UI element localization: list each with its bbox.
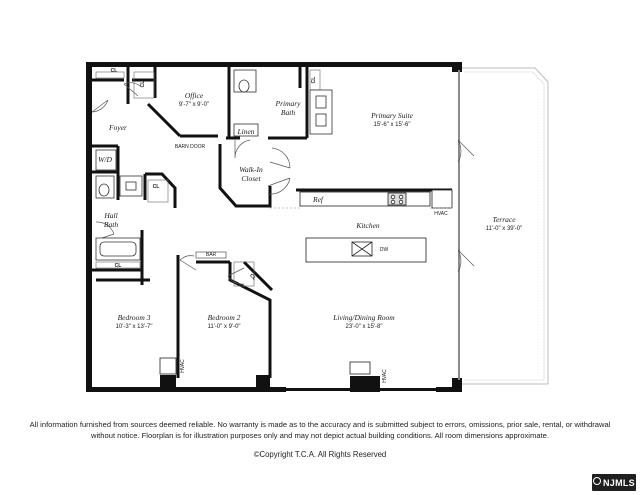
interior-walls bbox=[92, 67, 452, 378]
walk-in-closet-label: Walk-In bbox=[239, 165, 263, 174]
terrace bbox=[462, 67, 549, 385]
bedroom3-label: Bedroom 3 bbox=[118, 313, 151, 322]
walk-in-closet-label-2: Closet bbox=[241, 174, 261, 183]
closet-label-primary: CL bbox=[311, 77, 317, 84]
bath-fixtures bbox=[95, 69, 333, 261]
closet-label-bedroom3: CL bbox=[115, 263, 122, 269]
kitchen-fixtures bbox=[159, 189, 453, 375]
door-swings bbox=[91, 82, 475, 285]
hall-bath-label-2: Bath bbox=[104, 220, 118, 229]
living-dining-label: Living/Dining Room bbox=[332, 313, 395, 322]
office-label: Office bbox=[185, 91, 204, 100]
floor-plan: Office 9'-7" x 9'-0" Primary Bath Primar… bbox=[86, 62, 549, 392]
closet-label-foyer: CL bbox=[111, 68, 118, 74]
primary-bath-label-2: Bath bbox=[281, 108, 295, 117]
closet-label-office: CL bbox=[140, 81, 146, 88]
logo-ring-icon bbox=[592, 476, 601, 485]
primary-suite-dims: 15'-6" x 15'-6" bbox=[374, 122, 411, 128]
terrace-dims: 11'-0" x 39'-0" bbox=[486, 226, 522, 232]
closet-details bbox=[95, 69, 321, 287]
terrace-label: Terrace bbox=[492, 215, 516, 224]
copyright-text: ©Copyright T.C.A. All Rights Reserved bbox=[253, 450, 387, 459]
closet-label-hall: CL bbox=[153, 184, 160, 190]
refrigerator-label: Ref bbox=[312, 195, 324, 204]
bedroom3-dims: 10'-3" x 13'-7" bbox=[116, 324, 153, 330]
bedroom2-dims: 11'-0" x 9'-0" bbox=[207, 324, 240, 330]
barn-door-label: BARN DOOR bbox=[175, 144, 206, 150]
hvac-label-living: HVAC bbox=[382, 369, 388, 383]
dishwasher-label: DW bbox=[380, 247, 389, 253]
hall-bath-label: Hall bbox=[103, 211, 117, 220]
bar-label: BAR bbox=[206, 252, 217, 258]
hvac-label-bedroom2: HVAC bbox=[180, 359, 186, 373]
linen-label: Linen bbox=[236, 127, 254, 136]
bedroom2-label: Bedroom 2 bbox=[208, 313, 241, 322]
disclaimer-text: All information furnished from sources d… bbox=[29, 420, 611, 440]
washer-dryer-label: W/D bbox=[98, 155, 112, 164]
foyer-label: Foyer bbox=[108, 123, 127, 132]
primary-bath-label: Primary bbox=[275, 99, 302, 108]
office-dims: 9'-7" x 9'-0" bbox=[179, 102, 209, 108]
exterior-walls bbox=[86, 62, 462, 392]
njmls-logo-text: NJMLS bbox=[602, 477, 635, 488]
kitchen-label: Kitchen bbox=[355, 221, 380, 230]
njmls-logo: NJMLS bbox=[592, 474, 636, 491]
primary-suite-label: Primary Suite bbox=[370, 111, 414, 120]
living-dining-dims: 23'-0" x 15'-8" bbox=[346, 324, 383, 330]
closet-label-bedroom2: CL bbox=[248, 273, 257, 282]
hvac-label-kitchen: HVAC bbox=[434, 211, 448, 217]
